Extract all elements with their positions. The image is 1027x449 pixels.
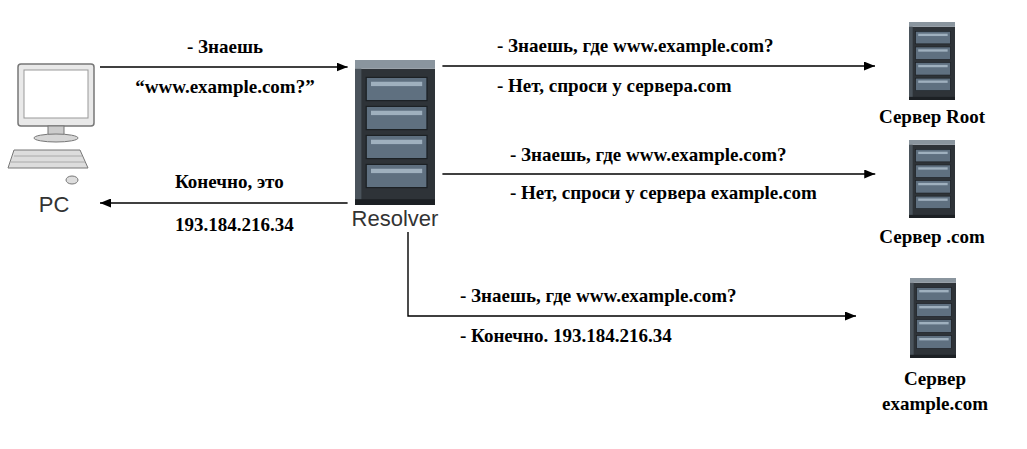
node-label: Сервер .com [879,224,984,249]
mouse [66,176,78,184]
edge-label: - Знаешь, где www.example.com? [497,34,773,58]
server-icon [355,60,435,205]
dialog-text: - Нет, спроси у сервера.com [497,74,731,98]
server-node: Сервер Root [875,20,989,129]
connector-arrow [100,66,348,67]
resolver-node: Resolver [348,58,443,232]
node-label: Сервер Root [879,104,985,129]
server-node: Сервер example.com [856,276,1014,416]
keyboard-row [14,156,82,157]
computer-node: PC [8,62,100,218]
dialog-text: - Нет, спроси у сервера example.com [510,181,817,205]
keyboard-row [11,162,85,163]
connector-arrow [442,173,875,174]
monitor-bezel [18,64,94,126]
monitor-screen [24,70,88,118]
node-label: Сервер example.com [860,366,1010,416]
node-label: Resolver [352,206,439,232]
edge-label: - Знаешь, где www.example.com? [460,284,736,308]
edge-label: - Знаешь, где www.example.com? [510,143,786,167]
server-icon [910,278,956,358]
server-node: Сервер .com [875,138,988,249]
server-icon [909,22,955,100]
server-icon [909,140,955,218]
connector-arrow [100,202,348,203]
keyboard [8,150,88,168]
edge-label: - Знаешь “www.example.com?” [105,27,345,107]
edge-label: Конечно, это 193.184.216.34 [175,160,325,246]
monitor-base [34,134,78,142]
connector-arrow [408,232,856,316]
node-label: PC [39,192,70,218]
computer-icon [8,64,94,184]
connector-arrow [442,65,875,66]
dialog-text: - Конечно. 193.184.216.34 [460,324,672,348]
